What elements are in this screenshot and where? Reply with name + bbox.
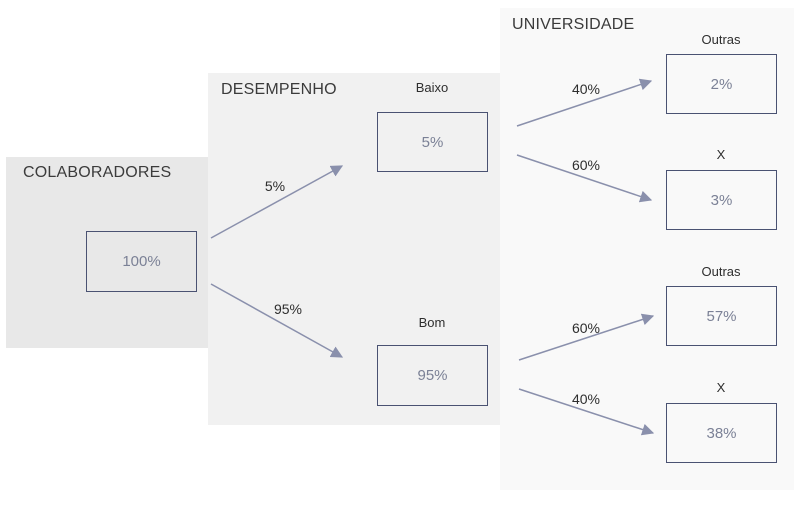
colaboradores-title: COLABORADORES [23, 164, 172, 181]
bom-node-value: 95% [417, 367, 448, 384]
baixo-outras-node: 2% [666, 54, 777, 114]
bom-outras-node: 57% [666, 286, 777, 346]
baixo-node: 5% [377, 112, 488, 172]
edge-label-root-bom: 95% [273, 301, 303, 317]
edge-baixo-outras [516, 78, 653, 127]
root-node: 100% [86, 231, 197, 292]
desempenho-panel [208, 73, 500, 425]
bom-x-node: 38% [666, 403, 777, 463]
bom-node-label: Bom [418, 315, 446, 330]
universidade-title: UNIVERSIDADE [512, 16, 635, 33]
edge-root-bom [210, 283, 344, 358]
edge-bom-x [518, 388, 655, 436]
edge-label-baixo-outras: 40% [571, 81, 601, 97]
edge-label-bom-x: 40% [571, 391, 601, 407]
root-node-value: 100% [122, 253, 161, 270]
baixo-outras-node-value: 2% [710, 75, 733, 93]
baixo-outras-node-label: Outras [701, 32, 741, 47]
baixo-x-node-label: X [716, 147, 726, 162]
bom-outras-node-value: 57% [706, 307, 737, 325]
edge-label-root-baixo: 5% [264, 178, 286, 194]
desempenho-title: DESEMPENHO [221, 81, 337, 98]
baixo-node-label: Baixo [415, 80, 449, 95]
bom-node: 95% [377, 345, 488, 406]
edge-root-baixo [210, 165, 344, 239]
baixo-x-node-value: 3% [710, 191, 733, 209]
bom-x-node-label: X [716, 380, 726, 395]
edge-bom-outras [518, 313, 655, 361]
colaboradores-panel [6, 157, 210, 348]
baixo-node-value: 5% [421, 133, 444, 151]
edge-baixo-x [516, 154, 653, 203]
baixo-x-node: 3% [666, 170, 777, 230]
edge-label-bom-outras: 60% [571, 320, 601, 336]
edge-label-baixo-x: 60% [571, 157, 601, 173]
bom-x-node-value: 38% [706, 424, 737, 442]
bom-outras-node-label: Outras [701, 264, 741, 279]
